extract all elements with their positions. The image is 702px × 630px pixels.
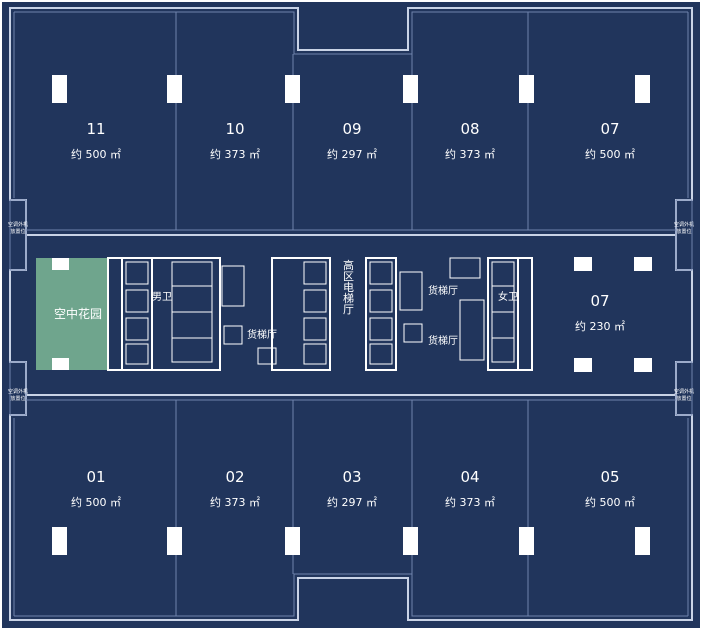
- unit-number: 01: [86, 468, 105, 486]
- female-toilet-label: 女卫: [498, 290, 518, 303]
- unit-area: 约 297 ㎡: [327, 496, 377, 509]
- corridor: [26, 229, 676, 401]
- unit-area: 约 373 ㎡: [445, 496, 495, 509]
- unit-middle: 07 约 230 ㎡: [575, 292, 625, 333]
- male-toilet-label: 男卫: [152, 291, 172, 303]
- freight-hall-left-label: 货梯厅: [247, 328, 277, 341]
- core-center: 高区电梯厅: [271, 257, 397, 371]
- ac-label-right-top-1: 空调外机: [674, 221, 694, 228]
- unit-number: 07: [590, 292, 609, 310]
- core-left: 男卫 货梯厅: [107, 257, 277, 371]
- high-zone-elevator-label: 高区电梯厅: [342, 258, 355, 314]
- unit-number: 03: [342, 468, 361, 486]
- unit-area: 约 500 ㎡: [71, 148, 121, 161]
- freight-hall-right-bottom-label: 货梯厅: [428, 334, 458, 347]
- ac-label-right-bottom-2: 放置位: [676, 395, 691, 402]
- ac-label-left-top-2: 放置位: [10, 228, 25, 235]
- garden-fill: [36, 258, 108, 370]
- unit-number: 11: [86, 120, 105, 138]
- structural-columns: [52, 75, 652, 555]
- unit-area: 约 373 ㎡: [445, 148, 495, 161]
- unit-number: 04: [460, 468, 479, 486]
- unit-area: 约 373 ㎡: [210, 496, 260, 509]
- unit-area: 约 230 ㎡: [575, 320, 625, 333]
- unit-area: 约 297 ㎡: [327, 148, 377, 161]
- ac-label-left-bottom-2: 放置位: [10, 395, 25, 402]
- unit-number: 05: [600, 468, 619, 486]
- sky-garden: 空中花园: [36, 258, 108, 370]
- core-right: 货梯厅 货梯厅 女卫: [399, 257, 533, 371]
- garden-label: 空中花园: [54, 306, 102, 321]
- unit-area: 约 373 ㎡: [210, 148, 260, 161]
- unit-number: 09: [342, 120, 361, 138]
- unit-area: 约 500 ㎡: [585, 496, 635, 509]
- unit-number: 08: [460, 120, 479, 138]
- units-bottom: 01 约 500 ㎡ 02 约 373 ㎡ 03 约 297 ㎡ 04 约 37…: [71, 468, 635, 509]
- unit-area: 约 500 ㎡: [585, 148, 635, 161]
- unit-number: 10: [225, 120, 244, 138]
- ac-label-right-top-2: 放置位: [676, 228, 691, 235]
- ac-niches: 空调外机 放置位 空调外机 放置位 空调外机 放置位 空调外机 放置位: [8, 199, 694, 416]
- ac-label-left-bottom-1: 空调外机: [8, 388, 28, 395]
- freight-hall-right-top-label: 货梯厅: [428, 284, 458, 297]
- unit-number: 02: [225, 468, 244, 486]
- unit-area: 约 500 ㎡: [71, 496, 121, 509]
- ac-label-right-bottom-1: 空调外机: [674, 388, 694, 395]
- units-top: 11 约 500 ㎡ 10 约 373 ㎡ 09 约 297 ㎡ 08 约 37…: [71, 120, 635, 161]
- unit-number: 07: [600, 120, 619, 138]
- ac-label-left-top-1: 空调外机: [8, 221, 28, 228]
- building-outline: [9, 7, 693, 621]
